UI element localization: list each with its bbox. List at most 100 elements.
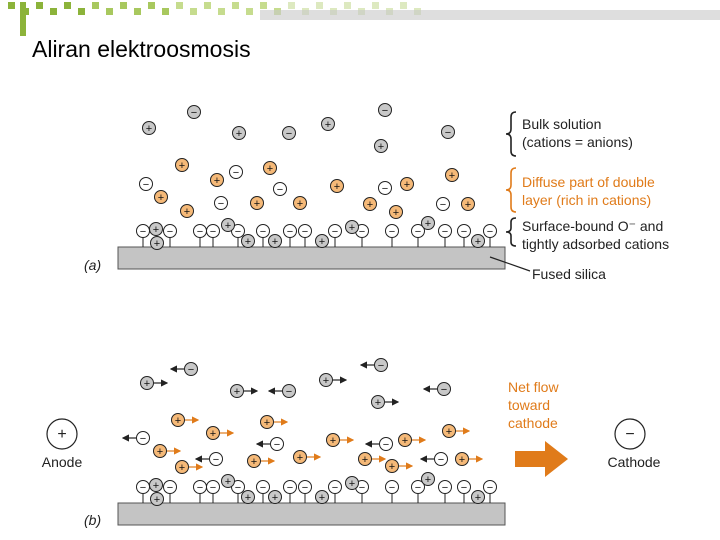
header-square [36,2,43,9]
svg-text:−: − [210,482,216,494]
header-square [260,2,267,9]
svg-text:+: + [272,492,278,504]
anion-ion: − [136,480,150,494]
anion-ion: − [483,480,497,494]
cation-ion: + [471,490,485,504]
svg-text:−: − [140,433,146,445]
anion-ion: − [136,224,150,238]
svg-text:+: + [349,222,355,234]
cation-ion: + [385,459,414,473]
label-diffuse-2: layer (rich in cations) [522,192,651,208]
cation-ion: + [260,415,289,429]
cation-ion: + [221,474,235,488]
anion-ion: − [328,480,342,494]
cation-ion: + [150,236,164,250]
cation-ion: + [175,158,189,172]
label-surface-1: Surface-bound O⁻ and [522,218,663,234]
anion-ion: − [206,224,220,238]
svg-text:−: − [277,184,283,196]
header-square [246,8,253,15]
header-square [120,2,127,9]
anion-ion: − [298,480,312,494]
anode-sign: + [57,426,66,443]
svg-text:+: + [334,181,340,193]
svg-text:+: + [446,426,452,438]
svg-text:+: + [184,206,190,218]
anion-ion: − [256,224,270,238]
svg-text:+: + [153,480,159,492]
panel-a-label: (a) [84,257,101,273]
anion-ion: − [267,384,296,398]
svg-text:+: + [245,492,251,504]
svg-text:+: + [425,218,431,230]
net-flow-arrow [515,441,568,477]
anion-ion: − [255,437,284,451]
cation-ion: + [321,117,335,131]
anion-ion: − [422,382,451,396]
anion-ion: − [441,125,455,139]
cation-ion: + [293,196,307,210]
cation-ion: + [455,452,484,466]
svg-text:+: + [146,123,152,135]
label-bulk-2: (cations = anions) [522,134,633,150]
svg-text:+: + [297,452,303,464]
cation-ion: + [330,179,344,193]
svg-text:+: + [254,198,260,210]
cation-ion: + [140,376,169,390]
svg-text:+: + [154,238,160,250]
cation-ion: + [210,173,224,187]
anion-ion: − [385,480,399,494]
cation-ion: + [247,454,276,468]
anion-ion: − [378,103,392,117]
ions-panel-b: −−++−+−+++−+−+−+++−+++−+++−−−−−−−−−−−−−−… [121,358,497,506]
brace-bulk [505,111,517,157]
header-square [372,2,379,9]
cation-ion: + [149,478,163,492]
svg-text:−: − [233,167,239,179]
label-diffuse-1: Diffuse part of double [522,174,655,190]
svg-text:−: − [359,482,365,494]
svg-text:−: − [197,226,203,238]
svg-text:−: − [461,482,467,494]
header-square [162,8,169,15]
header-square [50,8,57,15]
cation-ion: + [206,426,235,440]
anion-ion: − [187,105,201,119]
svg-text:−: − [378,360,384,372]
cation-ion: + [221,218,235,232]
svg-text:−: − [274,439,280,451]
anion-ion: − [163,480,177,494]
cation-ion: + [241,234,255,248]
svg-text:+: + [179,160,185,172]
header-square [288,2,295,9]
label-surface-2: tightly adsorbed cations [522,236,669,252]
svg-text:−: − [287,482,293,494]
anion-ion: − [194,452,223,466]
anion-ion: − [256,480,270,494]
flow-text-2: toward [508,397,550,413]
svg-text:−: − [286,386,292,398]
slide-title: Aliran elektroosmosis [32,36,251,62]
svg-text:+: + [245,236,251,248]
anion-ion: − [282,126,296,140]
svg-text:−: − [389,226,395,238]
anion-ion: − [298,224,312,238]
svg-text:+: + [389,461,395,473]
header-square [8,2,15,9]
svg-text:−: − [438,454,444,466]
svg-text:+: + [251,456,257,468]
svg-text:−: − [445,127,451,139]
svg-text:−: − [332,226,338,238]
svg-text:−: − [442,482,448,494]
svg-text:+: + [225,220,231,232]
svg-text:−: − [415,226,421,238]
cation-ion: + [230,384,259,398]
svg-text:+: + [459,454,465,466]
svg-text:+: + [157,446,163,458]
svg-text:−: − [382,183,388,195]
anion-ion: − [328,224,342,238]
svg-text:+: + [404,179,410,191]
svg-text:−: − [191,107,197,119]
